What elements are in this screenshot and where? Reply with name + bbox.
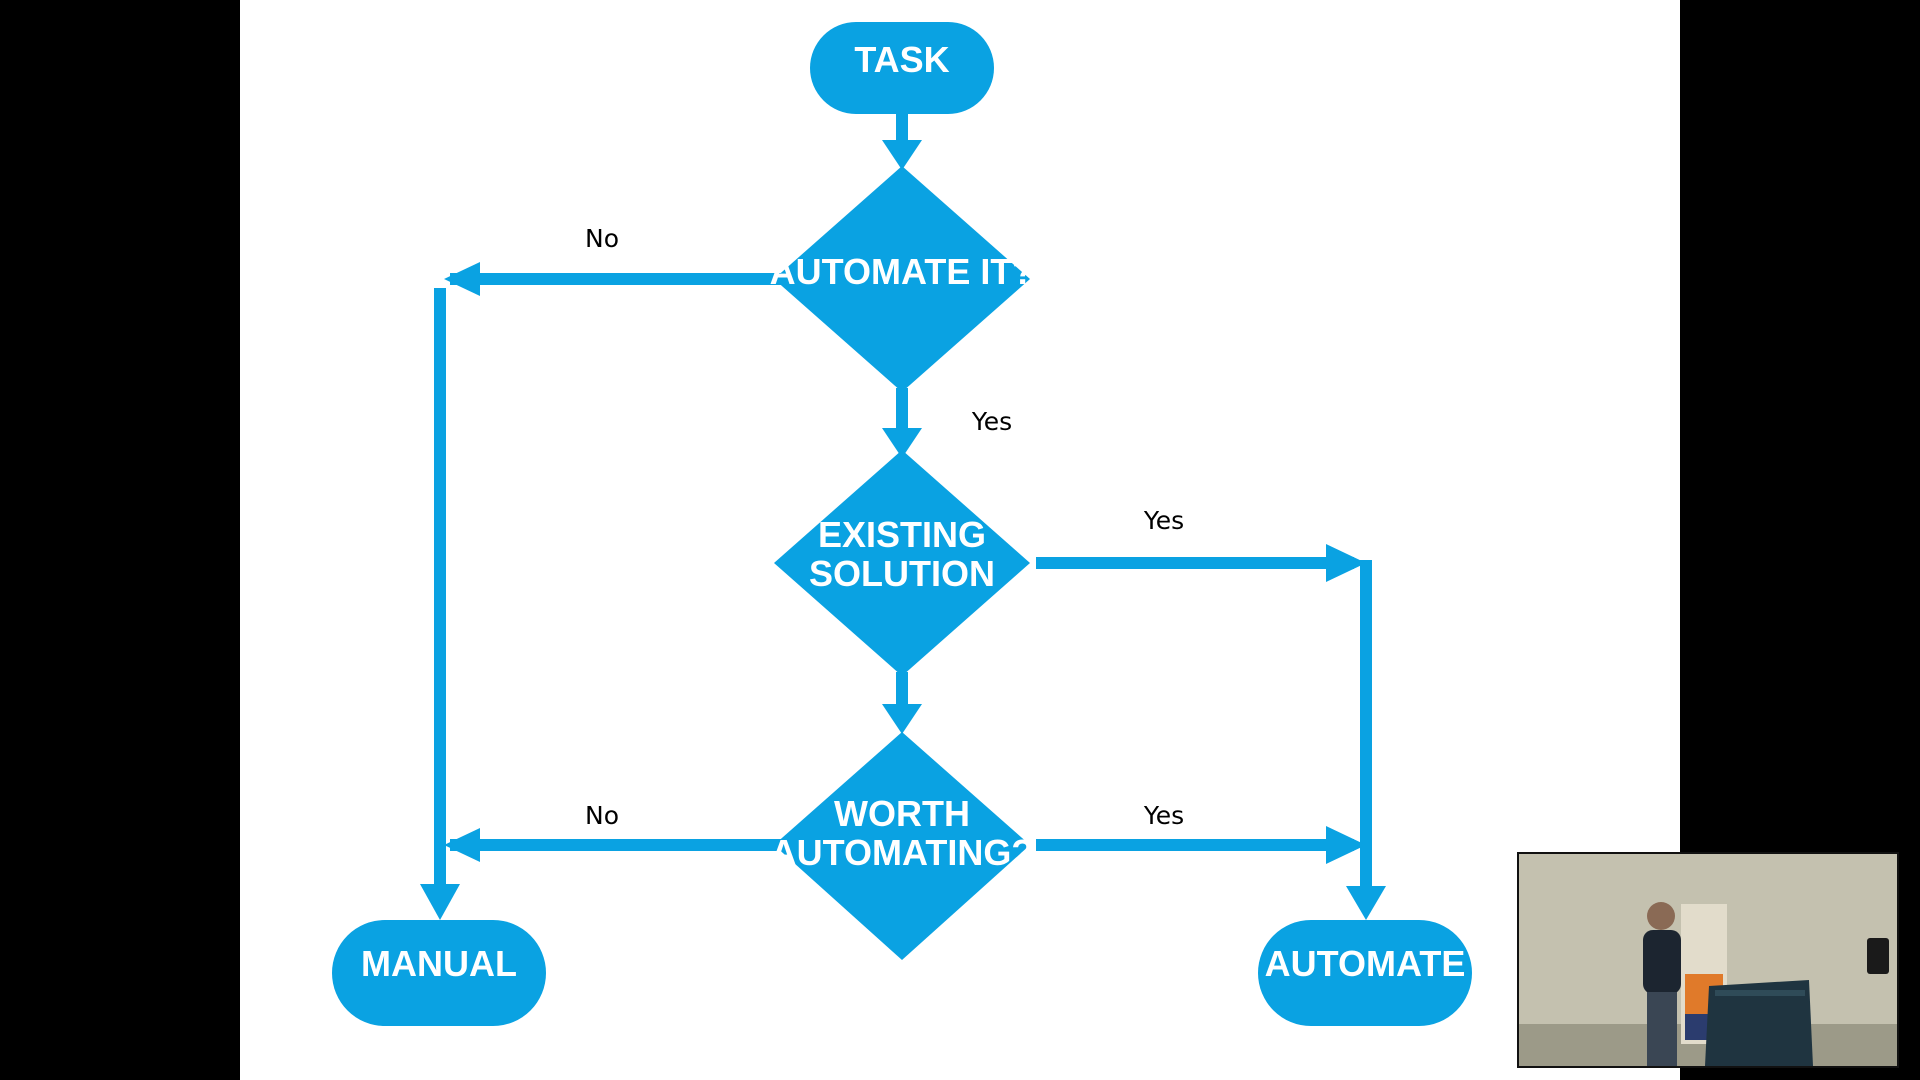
connector-automate-no (444, 262, 814, 296)
connector-right-vertical (1346, 560, 1386, 920)
node-worth-automating-decision (774, 732, 1030, 960)
edge-label-worth-no: No (585, 801, 619, 830)
flowchart-diagram: TASK AUTOMATE IT? EXISTING SOLUTION WORT… (332, 22, 1472, 1026)
edge-label-automate-yes: Yes (971, 407, 1012, 436)
manual-label: MANUAL (361, 943, 517, 984)
automate-it-label: AUTOMATE IT? (770, 251, 1035, 292)
connector-worth-yes (1036, 826, 1366, 864)
node-existing-solution-decision (774, 450, 1030, 676)
task-label: TASK (854, 39, 949, 80)
slide: TASK AUTOMATE IT? EXISTING SOLUTION WORT… (240, 0, 1680, 1080)
existing-solution-label-2: SOLUTION (809, 553, 995, 594)
speaker-video-inset (1517, 852, 1899, 1068)
automate-label: AUTOMATE (1265, 943, 1466, 984)
node-automate-it-decision (774, 166, 1030, 392)
connector-left-vertical (420, 288, 460, 920)
edge-label-existing-yes: Yes (1143, 506, 1184, 535)
worth-automating-label-1: WORTH (834, 793, 970, 834)
edge-label-worth-yes: Yes (1143, 801, 1184, 830)
node-automate (1258, 920, 1472, 1026)
connector-existing-to-worth (882, 672, 922, 734)
connector-existing-yes (1036, 544, 1366, 582)
node-manual (332, 920, 546, 1026)
edge-label-automate-no: No (585, 224, 619, 253)
speaker-video-icon (1519, 854, 1897, 1066)
connector-task-to-automate (882, 112, 922, 170)
worth-automating-label-2: AUTOMATING? (771, 832, 1034, 873)
connector-worth-no (444, 828, 814, 862)
node-task (810, 22, 994, 114)
existing-solution-label-1: EXISTING (818, 514, 986, 555)
connector-automate-yes (882, 388, 922, 458)
